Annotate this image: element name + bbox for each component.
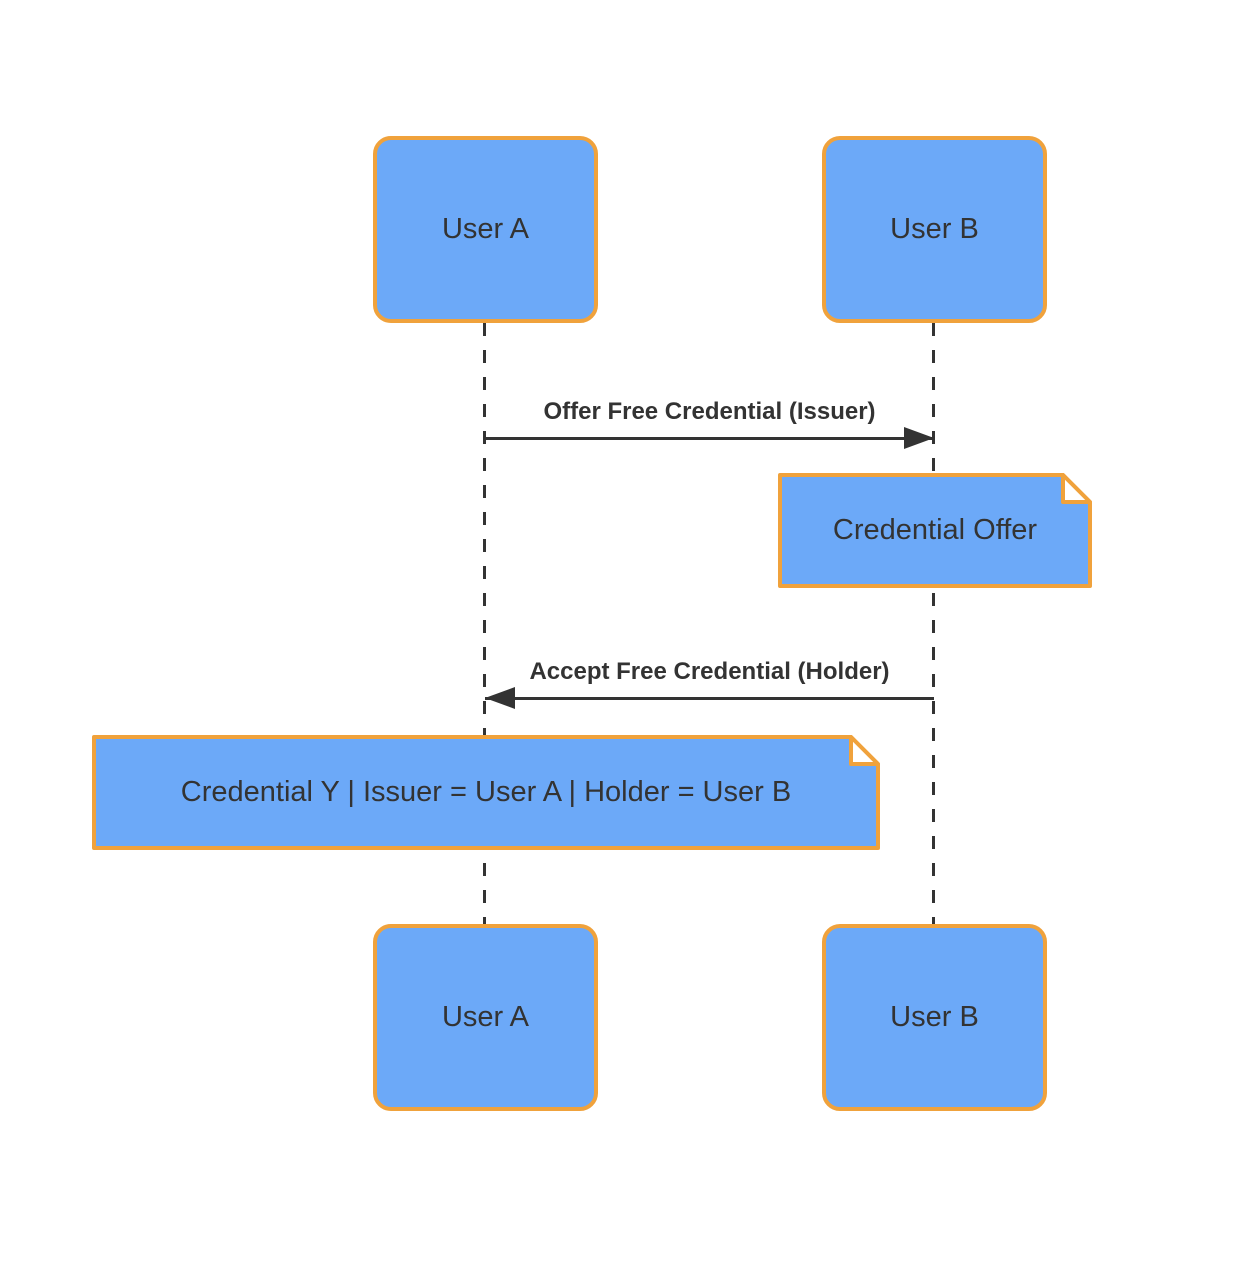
actor-label: User B bbox=[890, 1001, 979, 1033]
actor-label: User A bbox=[441, 1001, 530, 1033]
note-shape bbox=[778, 473, 1092, 588]
actor-box-user-b-bottom: User B bbox=[822, 924, 1047, 1111]
actor-box-user-b-top: User B bbox=[822, 136, 1047, 323]
message-offer-free-credential: Offer Free Credential (Issuer) bbox=[485, 398, 934, 458]
actor-box-user-a-bottom: User A bbox=[373, 924, 598, 1111]
message-line bbox=[485, 437, 934, 440]
message-line bbox=[485, 697, 934, 700]
lifeline-user-b bbox=[932, 323, 935, 924]
note-body bbox=[92, 735, 880, 850]
note-fold-icon bbox=[1061, 473, 1092, 504]
message-label: Offer Free Credential (Issuer) bbox=[543, 398, 876, 425]
note-credential-offer: Credential Offer bbox=[778, 473, 1092, 588]
note-shape bbox=[92, 735, 880, 850]
message-label: Accept Free Credential (Holder) bbox=[529, 658, 890, 685]
actor-box-user-a-top: User A bbox=[373, 136, 598, 323]
note-text: Credential Y | Issuer = User A | Holder … bbox=[180, 776, 792, 808]
arrowhead-right-icon bbox=[904, 427, 934, 449]
actor-label: User A bbox=[441, 213, 530, 245]
note-credential-y: Credential Y | Issuer = User A | Holder … bbox=[92, 735, 880, 850]
note-body bbox=[778, 473, 1092, 588]
note-fold-icon bbox=[849, 735, 880, 766]
actor-label: User B bbox=[890, 213, 979, 245]
message-accept-free-credential: Accept Free Credential (Holder) bbox=[485, 658, 934, 718]
note-text: Credential Offer bbox=[832, 514, 1038, 546]
lifeline-user-a bbox=[483, 323, 486, 924]
arrowhead-left-icon bbox=[485, 687, 515, 709]
